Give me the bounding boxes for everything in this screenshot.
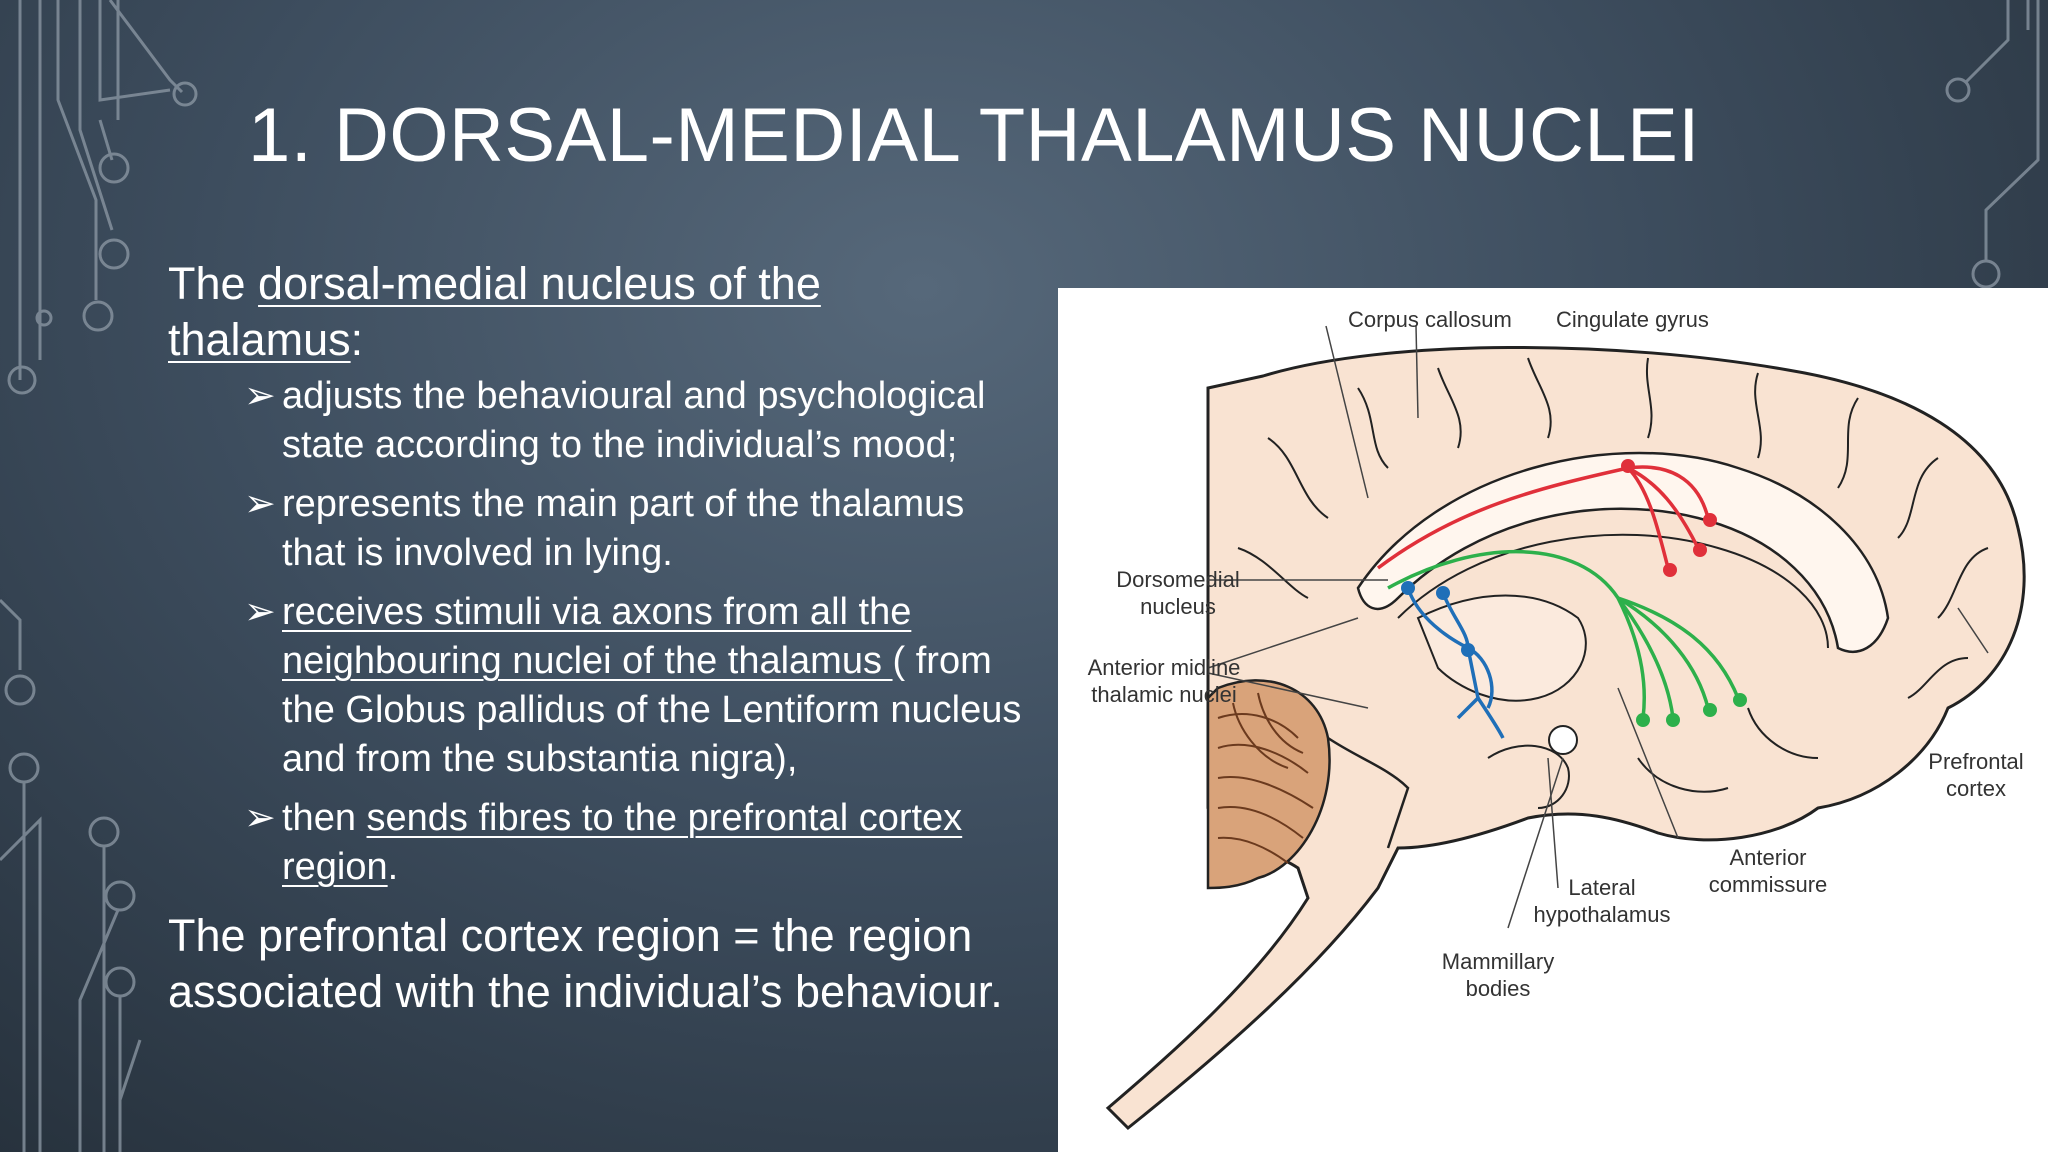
label-line: hypothalamus [1533,902,1671,927]
label-anterior-commissure: Anterior commissure [1698,844,1838,898]
bullet-link: receives stimuli via axons from all the … [282,591,912,682]
label-dorsomedial-nucleus: Dorsomedial nucleus [1108,566,1248,620]
circuit-decoration-right [1945,0,2040,289]
outro-paragraph: The prefrontal cortex region = the regio… [168,910,1003,1017]
label-line: thalamic nuclei [1091,682,1237,707]
bullet-text: adjusts the behavioural and psychologica… [282,375,986,466]
label-line: Lateral [1568,875,1636,900]
brain-diagram: Corpus callosum Cingulate gyrus Dorsomed… [1058,288,2048,1152]
label-line: Prefrontal [1928,749,2024,774]
arrow-bullet-icon: ➢ [244,797,276,839]
bullet-item: ➢receives stimuli via axons from all the… [244,588,1028,784]
arrow-bullet-icon: ➢ [244,483,276,525]
intro-link: dorsal-medial nucleus of the thalamus [168,258,821,365]
bullet-list: ➢ adjusts the behavioural and psychologi… [168,372,1028,892]
intro-suffix: : [350,314,364,365]
label-line: Anterior midline [1087,655,1241,680]
intro-paragraph: The dorsal-medial nucleus of the thalamu… [168,256,1028,368]
bullet-item: ➢then sends fibres to the prefrontal cor… [244,794,1028,892]
bullet-item: ➢ adjusts the behavioural and psychologi… [244,372,1028,470]
brain-stem [1327,736,1410,849]
label-line: Mammillary [1441,949,1555,974]
arrow-bullet-icon: ➢ [244,375,276,417]
slide-title: 1. DORSAL-MEDIAL THALAMUS NUCLEI [248,93,1700,178]
label-anterior-midline-thalamic-nuclei: Anterior midline thalamic nuclei [1080,654,1248,708]
label-line: commissure [1708,872,1828,897]
intro-prefix: The [168,258,259,309]
arrow-bullet-icon: ➢ [244,591,276,633]
bullet-text: . [387,846,399,888]
corpus-callosum [1356,451,1890,653]
brain-illustration [1105,325,2026,1131]
label-corpus-callosum: Corpus callosum [1348,307,1512,332]
bullet-text: represents the main part of the thalamus… [282,483,965,574]
label-line: bodies [1465,976,1531,1001]
label-prefrontal-cortex: Prefrontal cortex [1906,748,2046,802]
bullet-item: ➢represents the main part of the thalamu… [244,480,1028,578]
slide-body: The dorsal-medial nucleus of the thalamu… [168,256,1028,1020]
label-cingulate-gyrus: Cingulate gyrus [1556,307,1709,332]
label-line: nucleus [1140,594,1216,619]
circuit-decoration-left [0,0,198,1152]
label-line: Dorsomedial [1116,567,1240,592]
bullet-text: then [282,797,367,839]
bullet-text: ( from the Globus pallidus of the Lentif… [282,640,1022,780]
label-mammillary-bodies: Mammillary bodies [1418,948,1578,1002]
bullet-link: sends fibres to the prefrontal cortex re… [282,797,963,888]
label-lateral-hypothalamus: Lateral hypothalamus [1522,874,1682,928]
label-line: cortex [1946,776,2006,801]
label-line: Anterior [1729,845,1807,870]
